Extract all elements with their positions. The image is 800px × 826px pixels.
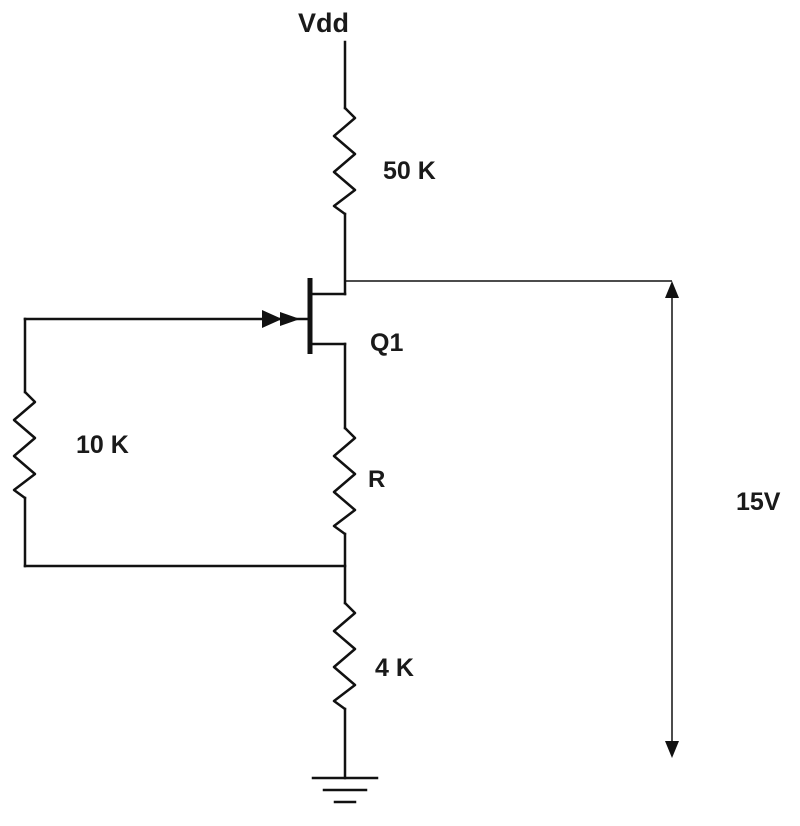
resistor-10k — [12, 390, 37, 500]
resistor-10k-label: 10 K — [76, 431, 129, 459]
resistor-r-label: R — [368, 466, 385, 493]
resistor-r — [332, 426, 357, 536]
voltage-arrow-down-icon — [665, 741, 679, 758]
resistor-4k-label: 4 K — [375, 654, 414, 682]
vdd-label: Vdd — [298, 8, 349, 38]
ground-icon — [311, 776, 379, 804]
voltage-label: 15V — [736, 488, 781, 516]
resistor-4k — [332, 601, 357, 711]
resistor-50k — [332, 106, 357, 216]
voltage-arrow-up-icon — [665, 281, 679, 298]
transistor-label: Q1 — [370, 329, 403, 357]
gate-arrow-head-icon — [280, 312, 300, 326]
resistor-50k-label: 50 K — [383, 157, 436, 185]
gate-arrow-icon — [262, 310, 282, 328]
